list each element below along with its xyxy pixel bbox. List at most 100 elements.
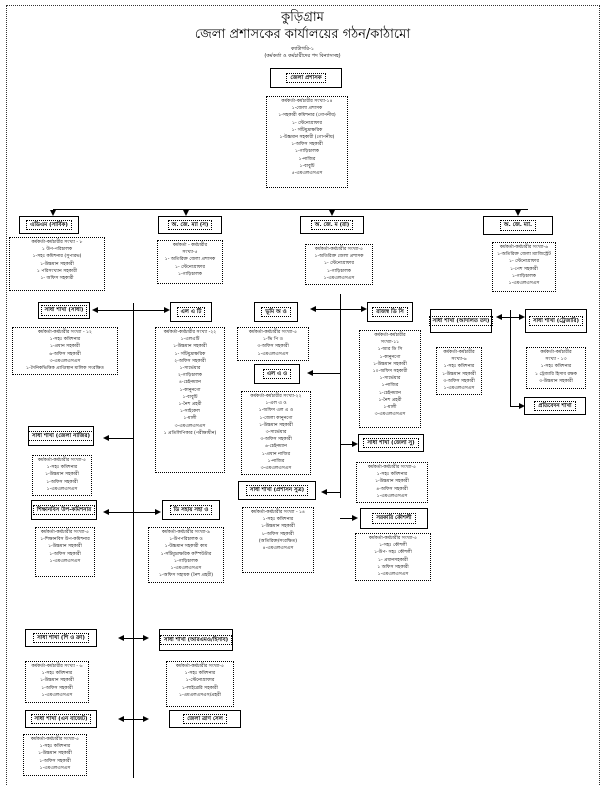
staff-item: ১-উচ্চমান সহকারী (গোপনীয়)	[279, 135, 335, 141]
staff-item: ৩-অফিস সহকারী	[260, 437, 292, 443]
ddlg-box[interactable]: ডি সহায় সহা ও	[162, 500, 220, 520]
staff-item: ১-আর ডি সি	[377, 347, 403, 353]
revenue-dc-box[interactable]: রাজস্ব ডি সি	[367, 302, 413, 322]
govt-engineer-box[interactable]: সরকারি কৌশলী	[360, 508, 428, 529]
lao-box[interactable]: এল এ ও	[254, 364, 300, 384]
nc-branch-box[interactable]: সাধা শাখা (এন বাজেট)	[25, 710, 97, 728]
arrow-left-icon	[496, 314, 502, 320]
staff-item: ৩-এমএলএসএস	[174, 423, 206, 429]
staff-item: ১-সহঃ কমিশনার (সুপারভ)	[32, 254, 82, 260]
staff-box-adm-general: কর্মকর্তা-কর্মচারীর সংখ্যা - ৮ ১ উপ-পরিচ…	[9, 237, 105, 291]
staff-item: ১-উপ- সহঃ কৌশলী	[374, 550, 412, 556]
staff-item: সংখ্যা-৫	[182, 250, 198, 256]
staff-item: ৪-এমএলএসএস	[262, 546, 294, 552]
staff-item: ১ অফিস সহকারী	[377, 564, 409, 570]
arrow-right-icon	[155, 509, 161, 515]
staff-item: ১-সহঃ কমিশনার	[41, 671, 73, 677]
treasury-branch-box[interactable]: সাধা শাখা (ট্রেজারি)	[525, 309, 587, 333]
relief-cell-box[interactable]: জেলা ত্রাণ সেল	[169, 710, 241, 728]
staff-item: ১-উচ্চমান সহকারী	[261, 524, 295, 530]
staff-heading: কর্মকর্তা-কর্মচারীর সংখ্যা -২২	[163, 330, 217, 335]
staff-item: ১-এমএলএসএস	[49, 558, 81, 564]
staff-item: সংখ্যা-৬	[451, 357, 467, 363]
box-label: সাধা শাখা (ট্রেজারি)	[528, 315, 584, 327]
staff-box-education-branch: কর্মকর্তা-কর্মচারীর সংখ্যা - ৬ ১-সহঃ কমি…	[25, 661, 89, 703]
education-branch-box[interactable]: সাধা শাখা (শি ও ক্রা)	[25, 629, 97, 647]
box-label: অ. জে. ম্যা (স)	[167, 219, 213, 231]
staff-item: ১-এমএলএসএস	[41, 692, 73, 698]
staff-item: ১-সাইকেল	[180, 409, 200, 415]
box-label: সাধা শাখা (আদালত তদ)	[428, 315, 494, 327]
staff-item: ১ পরিসংখ্যান সহকারী	[36, 268, 78, 274]
deputy-commissioner-box[interactable]: জেলা প্রশাসক	[270, 68, 342, 88]
staff-item: ১-সহঃ কমিশনার	[46, 465, 78, 471]
staff-item: ১-এমএলএসএস/প্রহরী	[179, 692, 221, 698]
arrow-right-icon	[164, 307, 170, 313]
adm-magistrate-box[interactable]: অ. জে. ম্যা.	[483, 216, 553, 235]
staff-item: ১-এল এ ও	[265, 401, 287, 407]
rm-branch-box[interactable]: সাধা শাখা (আরএমও/হিসাব)	[159, 629, 233, 651]
staff-item: ১-প্রধান সহকারী	[49, 344, 80, 350]
staff-box-adm-revenue: কর্মকর্তা-কর্মচারীর সংখ্যা-৫ ১-অতিরিক্ত …	[305, 244, 373, 286]
vpo-box[interactable]: ভূমি অ ও	[254, 302, 298, 322]
staff-box-ddlg: কর্মকর্তা-কর্মচারীর সংখ্যা-৯ ১-উপপরিচালক…	[148, 527, 224, 583]
connector-line	[108, 512, 133, 514]
lat-box[interactable]: এল এ টি	[170, 302, 212, 322]
staff-item: (অতিরিক্ত/সংরক্ষিত)	[258, 538, 298, 544]
staff-item: ১-সহকারী কমিশনার (গোপনীয়)	[278, 113, 336, 119]
staff-heading: কর্মকর্তা-কর্মচারীর	[540, 350, 572, 355]
staff-box-adm-s: কর্মকর্তা - কর্মচারীর সংখ্যা-৫ ১- অতিরিক…	[157, 240, 223, 284]
box-label: এডিএম (সার্বিক)	[26, 219, 72, 231]
staff-box-trainee: কর্মকর্তা-কর্মচারীর সংখ্যা-৫ ১-শিক্ষানবি…	[35, 527, 95, 577]
staff-item: ১-অফিস সহকারী	[46, 479, 78, 485]
adm-general-box[interactable]: এডিএম (সার্বিক)	[19, 216, 79, 234]
connector-line	[340, 518, 354, 520]
arrow-right-icon	[143, 716, 149, 722]
box-label: সাধা শাখা (প্রশাসন সুত্র)	[245, 485, 309, 496]
arrow-right-icon	[519, 403, 525, 409]
staff-item: ১ প্রতিলিপিকার (পরীক্ষাধীন)	[163, 430, 217, 436]
staff-item: ১- প্রধানসহকারী	[377, 557, 408, 563]
staff-item: ১-উচ্চমান সহকারী	[40, 678, 74, 684]
staff-item: ১-এমএলএসএস	[376, 493, 408, 499]
connector-line	[133, 303, 135, 778]
report-branch-box[interactable]: প্রতিবেদন শাখা	[524, 397, 586, 415]
general-branch-box[interactable]: সাধা শাখা (সাধা)	[38, 302, 90, 319]
adm-s-box[interactable]: অ. জে. ম্যা (স)	[158, 216, 222, 234]
staff-heading: কর্মকর্তা-কর্মচারীর সংখ্যা - ১২	[37, 330, 93, 335]
district-branch-box[interactable]: সাধা শাখা (জেলা সু)	[358, 434, 424, 452]
adm-revenue-box[interactable]: অ. জে. ম (রা)	[300, 216, 364, 234]
staff-item: ১-উচ্চমান সহকারী	[442, 371, 476, 377]
box-label: প্রতিবেদন শাখা	[534, 400, 576, 412]
staff-item: ১-সাঁটমুদ্রাক্ষরিক কম্পিউটার	[160, 551, 212, 557]
staff-item: ১-পেশ সহকারী	[510, 266, 538, 272]
staff-item: ১০-অফিস সহকারী	[372, 369, 408, 375]
arrow-left-icon	[103, 509, 109, 515]
staff-item: ১-এমএলএসএস	[443, 386, 475, 392]
staff-box-lao: কর্মকর্তা-কর্মচারীর সংখ্যা-২২ ১-এল এ ও ১…	[241, 391, 311, 476]
staff-item: ১- স্টেনোগ্রাফার	[323, 261, 355, 267]
arrow-down-icon	[515, 210, 521, 216]
staff-heading: কর্মকর্তা-কর্মচারীর সংখ্যা - ৮	[31, 240, 83, 245]
staff-item: ১-অতিরিক্ত জেলা ম্যাজিস্ট্রেট	[497, 252, 551, 258]
staff-item: ৬-চেইনম্যান	[264, 444, 288, 450]
box-label: ভূমি অ ও	[261, 306, 291, 318]
staff-item: ১-অফিস সহকারী	[49, 551, 81, 557]
staff-item: ১-জেলা প্রশাসক	[291, 106, 323, 112]
staff-heading: কর্মকর্তা-কর্মচারীর সংখ্যা-৫	[30, 737, 80, 742]
court-branch-right-box[interactable]: সাধা শাখা (আদালত তদ)	[428, 309, 494, 333]
staff-item: ৪-অফিস সহকারী	[376, 486, 408, 492]
admin-branch-box[interactable]: সাধা শাখা (প্রশাসন সুত্র)	[238, 481, 316, 500]
staff-item: ১- সাঁটমুদ্রাক্ষরিক	[291, 127, 323, 133]
court-branch-box[interactable]: সাধা শাখা (জেলা নাজির)	[28, 426, 94, 446]
staff-heading: কর্মকর্তা-কর্মচারীর সংখ্যা-৬	[499, 245, 549, 250]
staff-item: ১- স্টেনোগ্রাফার	[174, 264, 206, 270]
staff-item: ১-ভি পি ও	[262, 337, 284, 343]
staff-item: ১-এমএলএসএস	[257, 351, 289, 357]
staff-item: ১-সার্ভেয়ার	[179, 366, 201, 372]
district-title: কুড়িগ্রাম	[281, 10, 324, 25]
staff-heading: কর্মকর্তা-কর্মচারীর সংখ্যা-৫	[248, 330, 298, 335]
trainee-box[interactable]: শিক্ষানবিস উপ-কমিশনার	[31, 500, 97, 520]
box-label: এল এ ও	[262, 368, 292, 380]
staff-item: ১-সহঃ কমিশনার	[262, 517, 294, 523]
